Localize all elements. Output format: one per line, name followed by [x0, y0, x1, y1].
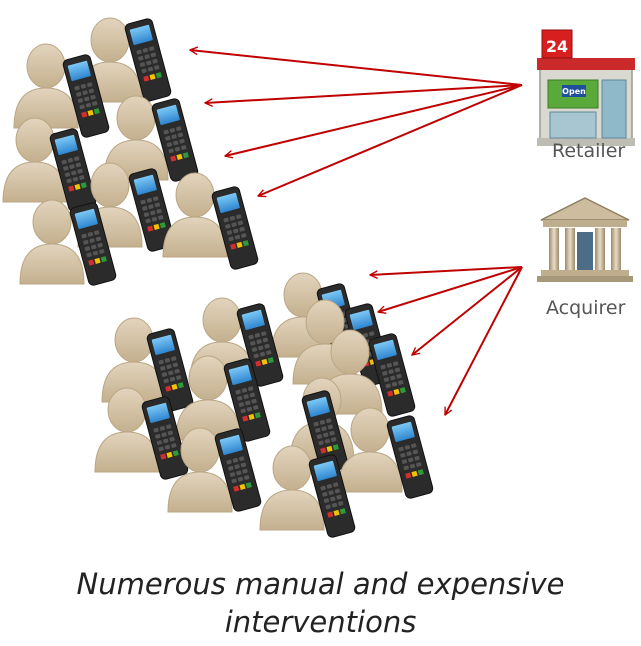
caption: Numerous manual and expensive interventi…	[20, 565, 621, 641]
payment-terminal-icon	[146, 328, 194, 412]
acquirer-label: Acquirer	[546, 297, 626, 319]
store-sign-number: 24	[546, 37, 568, 56]
person-icon	[167, 427, 233, 513]
payment-terminal-icon	[386, 415, 434, 499]
store-open-sign: Open	[562, 87, 586, 96]
arrow-line	[190, 50, 523, 86]
caption-line-1: Numerous manual and expensive	[76, 567, 565, 601]
customer-group-bottom	[94, 272, 434, 538]
person-icon	[337, 407, 403, 493]
payment-terminal-icon	[211, 186, 259, 270]
arrow-line	[444, 266, 523, 415]
arrow-line	[378, 266, 523, 312]
payment-terminal-icon	[308, 454, 356, 538]
person-icon	[162, 172, 228, 258]
bank-icon	[537, 197, 633, 282]
caption-line-2: interventions	[224, 605, 417, 639]
payment-terminal-icon	[214, 428, 262, 512]
arrow-line	[412, 266, 523, 355]
arrow-line	[258, 84, 523, 196]
store-icon: Open 24	[537, 29, 635, 146]
arrow-group	[190, 50, 523, 415]
person-icon	[259, 445, 325, 531]
payment-terminal-icon	[62, 54, 110, 138]
payment-terminal-icon	[151, 98, 199, 182]
person-icon	[19, 199, 85, 285]
payment-terminal-icon	[128, 168, 176, 252]
payment-terminal-icon	[223, 358, 271, 442]
person-icon	[175, 355, 241, 441]
payment-terminal-icon	[236, 303, 284, 387]
retailer-label: Retailer	[552, 140, 626, 162]
customer-group-top	[2, 17, 259, 286]
person-icon	[13, 43, 79, 129]
payment-terminal-icon	[141, 396, 189, 480]
payment-terminal-icon	[124, 18, 172, 102]
payment-terminal-icon	[368, 333, 416, 417]
person-icon	[2, 117, 68, 203]
payment-terminal-icon	[49, 128, 97, 212]
arrow-line	[225, 84, 523, 156]
arrow-line	[370, 266, 523, 275]
arrow-line	[205, 84, 523, 103]
payment-terminal-icon	[69, 202, 117, 286]
